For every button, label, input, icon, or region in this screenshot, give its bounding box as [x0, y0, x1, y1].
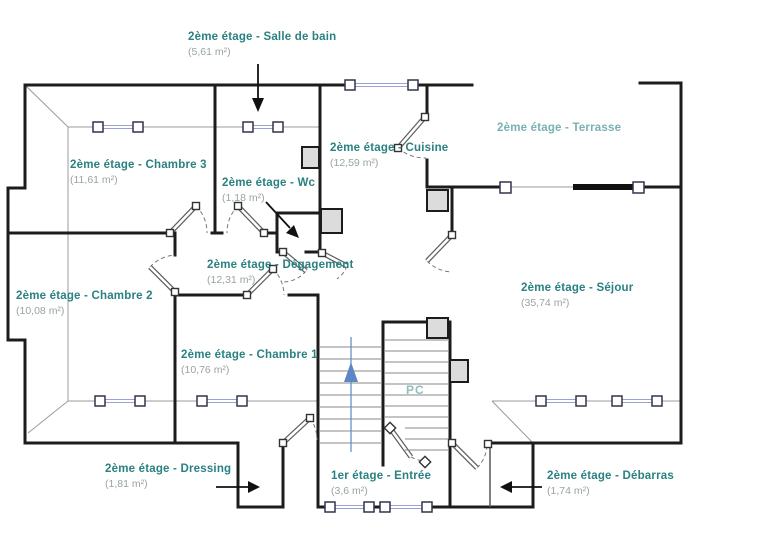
windows [92, 79, 663, 513]
room-label-entree: 1er étage - Entrée (3,6 m²) [331, 469, 431, 498]
stairs-pc-label: PC [406, 383, 425, 397]
door-symbol-degagement [317, 248, 349, 280]
door-symbol-dressing [278, 413, 318, 448]
room-label-debarras: 2ème étage - Débarras (1,74 m²) [547, 469, 674, 498]
window-symbol [242, 121, 284, 133]
window-symbol [324, 501, 433, 513]
room-area: (3,6 m²) [331, 485, 368, 497]
window-symbol [196, 395, 248, 407]
door-symbol-chambre-1 [242, 264, 285, 300]
room-name: 2ème étage - Dégagement [207, 259, 354, 271]
room-name: 2ème étage - Chambre 3 [70, 159, 207, 171]
duct-boxes [301, 146, 469, 383]
room-area: (1,18 m²) [222, 192, 265, 204]
door-symbol-salle-de-bain [226, 201, 269, 238]
room-area: (12,59 m²) [330, 157, 379, 169]
room-area: (1,74 m²) [547, 485, 590, 497]
room-label-chambre-2: 2ème étage - Chambre 2 (10,08 m²) [16, 289, 153, 318]
room-label-wc: 2ème étage - Wc (1,18 m²) [222, 176, 315, 205]
room-area: (12,31 m²) [207, 274, 256, 286]
duct-box [426, 317, 449, 339]
duct-box [426, 189, 449, 212]
room-name: 2ème étage - Terrasse [497, 122, 622, 134]
wc-pointer-arrow [265, 201, 299, 238]
room-area: (10,08 m²) [16, 305, 65, 317]
door-symbol-chambre-2 [148, 254, 180, 297]
room-label-cuisine: 2ème étage - Cuisine (12,59 m²) [330, 141, 448, 170]
room-name: 2ème étage - Débarras [547, 470, 674, 482]
room-label-terrasse: 2ème étage - Terrasse [497, 121, 621, 136]
door-symbol-stairs [383, 421, 432, 469]
door-symbol-cuisine [393, 112, 430, 159]
room-name: 1er étage - Entrée [331, 470, 432, 482]
room-label-chambre-3: 2ème étage - Chambre 3 (11,61 m²) [70, 158, 207, 187]
door-symbol-sejour [425, 230, 457, 273]
duct-box [320, 208, 343, 234]
room-area: (10,76 m²) [181, 364, 230, 376]
room-name: 2ème étage - Chambre 1 [181, 349, 318, 361]
stair-treads-right [385, 339, 448, 451]
door-symbol-wc [278, 247, 308, 283]
room-label-degagement: 2ème étage - Dégagement (12,31 m²) [207, 258, 354, 287]
door-symbol-chambre-3 [165, 201, 208, 238]
dressing-pointer-arrow [216, 481, 260, 493]
window-symbol [611, 395, 663, 407]
door-symbol-debarras [447, 438, 493, 470]
room-label-sejour: 2ème étage - Séjour (35,74 m²) [521, 281, 633, 310]
room-area: (5,61 m²) [188, 46, 231, 58]
room-area: (11,61 m²) [70, 174, 118, 186]
window-symbol [94, 395, 146, 407]
room-area: (35,74 m²) [521, 297, 570, 309]
room-name: 2ème étage - Cuisine [330, 142, 449, 154]
staircase [320, 337, 448, 452]
room-area: (1,81 m²) [105, 478, 148, 490]
doors [148, 112, 493, 470]
room-name: 2ème étage - Wc [222, 177, 316, 189]
salle-de-bain-pointer-arrow [252, 64, 264, 112]
annotation-arrows [216, 64, 542, 493]
sliding-door-symbol [499, 181, 645, 194]
room-name: 2ème étage - Salle de bain [188, 31, 337, 43]
debarras-pointer-arrow [500, 481, 542, 493]
room-label-salle-de-bain: 2ème étage - Salle de bain (5,61 m²) [188, 30, 336, 59]
room-name: 2ème étage - Dressing [105, 463, 232, 475]
duct-box [301, 146, 320, 169]
room-label-chambre-1: 2ème étage - Chambre 1 (10,76 m²) [181, 348, 318, 377]
window-symbol [92, 121, 144, 133]
room-label-dressing: 2ème étage - Dressing (1,81 m²) [105, 462, 231, 491]
stairs-up-arrow [344, 337, 358, 452]
duct-box [449, 359, 469, 383]
room-name: 2ème étage - Séjour [521, 282, 634, 294]
window-symbol [535, 395, 587, 407]
room-name: 2ème étage - Chambre 2 [16, 290, 153, 302]
window-symbol [344, 79, 419, 91]
